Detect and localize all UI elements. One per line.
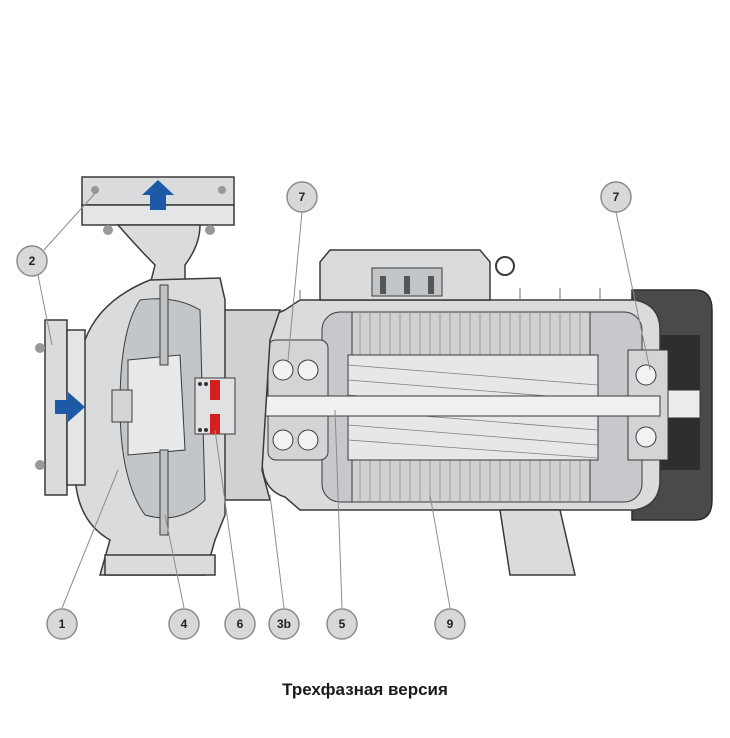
callout-3b: 3b xyxy=(268,608,300,640)
callout-label: 1 xyxy=(59,617,66,631)
motor-foot xyxy=(499,509,576,576)
callout-label: 7 xyxy=(613,190,620,204)
pump-foot xyxy=(104,554,216,576)
callout-label: 7 xyxy=(299,190,306,204)
callout-label: 2 xyxy=(29,254,36,268)
callout-9: 9 xyxy=(434,608,466,640)
callout-6: 6 xyxy=(224,608,256,640)
mechanical-seal xyxy=(194,377,236,435)
callout-4: 4 xyxy=(168,608,200,640)
callout-2: 2 xyxy=(16,245,48,277)
callout-label: 4 xyxy=(181,617,188,631)
callout-5: 5 xyxy=(326,608,358,640)
flow-arrow-inlet-icon xyxy=(55,392,85,422)
impeller xyxy=(111,284,186,536)
callout-label: 6 xyxy=(237,617,244,631)
discharge-neck xyxy=(116,224,201,286)
callout-label: 3b xyxy=(277,617,291,631)
callout-label: 5 xyxy=(339,617,346,631)
lifting-eye xyxy=(495,256,515,276)
leader-lines xyxy=(37,189,651,609)
flow-arrow-outlet-icon xyxy=(142,180,174,210)
bearing-front-graphic xyxy=(272,359,319,451)
pump-end xyxy=(35,176,282,576)
callout-7-front: 7 xyxy=(286,181,318,213)
callout-label: 9 xyxy=(447,617,454,631)
diagram-caption: Трехфазная версия xyxy=(282,680,448,699)
callout-7-rear: 7 xyxy=(600,181,632,213)
callout-1: 1 xyxy=(46,608,78,640)
